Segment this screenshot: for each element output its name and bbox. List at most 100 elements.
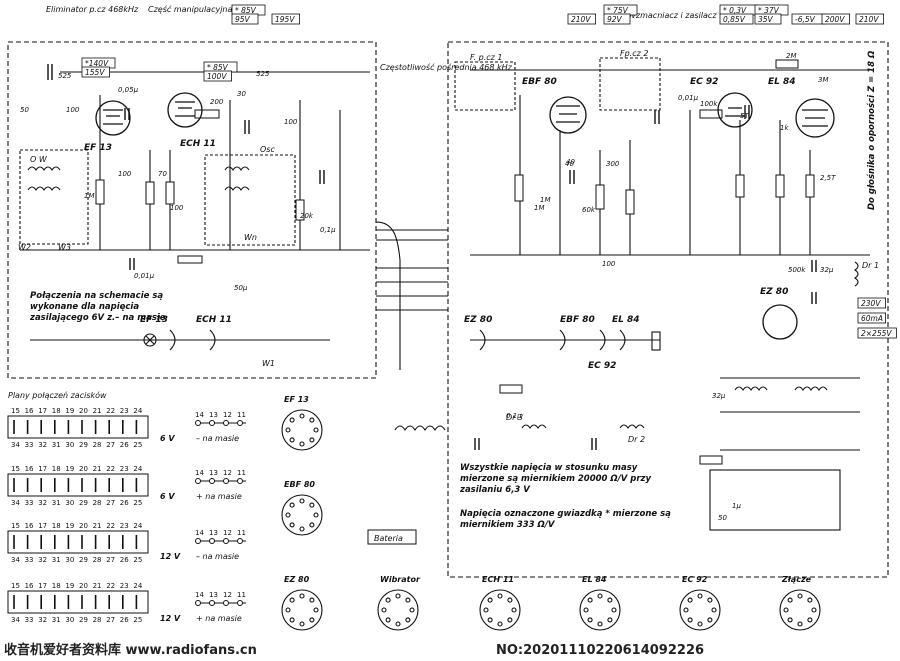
socket-pin [797,621,803,627]
socket-pin [483,607,489,613]
socket-pin [395,621,401,627]
socket-pin [289,522,295,528]
voltage-box [719,13,754,25]
component-value: 525 [58,72,72,80]
terminal-number: 16 [25,465,34,473]
voltage-value: 95V [235,15,251,24]
socket-pin [405,597,411,603]
voltage-value: 2×255V [861,329,892,338]
tube-label-ec92: EC 92 [690,77,718,87]
component-value: 50µ [234,284,248,292]
tube-ech11 [167,92,203,128]
voltage-box [821,13,851,25]
tube-ebf80 [549,96,587,134]
block-w1: W1 [262,359,275,368]
amp-label: Wzmacniacz i zasilacz [628,11,717,20]
socket-pin [711,607,717,613]
if-label: Częstotliwość pośrednia 468 kHz [380,62,513,72]
heater-ec92: EC 92 [588,361,616,371]
terminal-strip-1 [7,415,149,439]
block-osc: Osc [260,145,275,154]
tube-el84 [795,98,835,138]
socket-pin [787,617,793,623]
terminal-number: 21 [93,582,102,590]
terminal-number: 18 [52,582,61,590]
block-ow: O W [30,155,48,164]
terminal-number: 32 [38,499,47,507]
config-pin-number: 12 [223,591,232,599]
terminal-number: 16 [25,407,34,415]
socket-pin [683,607,689,613]
config-ground: – na masie [196,552,239,561]
terminal-number: 15 [11,465,20,473]
tube-label-ech11: ECH 11 [180,139,216,149]
socket-pinout [281,589,323,631]
voltage-value: * 85V [235,6,257,15]
socket-label: Wibrator [380,575,421,584]
terminal-number: 25 [133,616,142,624]
socket-pin [289,437,295,443]
socket-pin [289,597,295,603]
terminal-number: 21 [93,465,102,473]
socket-label: EBF 80 [284,480,315,489]
voltage-box [231,13,259,25]
terminal-number: 22 [106,522,115,530]
socket-pin [309,597,315,603]
component-value: 1M [540,196,551,204]
voltage-value: 60mA [861,314,883,323]
eliminator-label: Eliminator p.cz 468kHz [46,5,139,14]
terminal-number: 33 [25,499,34,507]
component-value: 30 [237,90,246,98]
terminal-number: 31 [52,616,61,624]
component-value: 40 [566,158,575,166]
terminal-number: 26 [120,441,129,449]
socket-pin [313,512,319,518]
amp-section-border [447,41,889,578]
terminal-number: 33 [25,556,34,564]
socket-pin [299,441,305,447]
terminal-number: 26 [120,616,129,624]
terminal-number: 32 [38,616,47,624]
socket-pin [611,607,617,613]
terminal-number: 24 [133,582,142,590]
socket-pin [787,597,793,603]
socket-pin [507,617,513,623]
socket-pin [607,597,613,603]
terminal-number: 29 [79,499,88,507]
socket-pin [587,597,593,603]
socket-pin [385,617,391,623]
component-value: 20k [300,212,314,220]
config-pin-number: 11 [237,469,246,477]
socket-pin [309,617,315,623]
component-value: 1k [780,124,789,132]
socket-pin [807,597,813,603]
config-pin [237,538,243,544]
component-value: 0,05µ [118,86,139,94]
block-fpcz1: F. p.cz 1 [470,53,503,62]
socket-pin [807,617,813,623]
config-pin-number: 13 [209,469,218,477]
config-pin-number: 12 [223,411,232,419]
terminal-number: 31 [52,499,61,507]
terminal-number: 18 [52,465,61,473]
component-value: 200 [210,98,224,106]
socket-pinout [377,589,419,631]
component-value: 60k [582,206,596,214]
socket-pin [381,607,387,613]
component-value: 50 [718,514,727,522]
config-pin-number: 11 [237,529,246,537]
socket-pin [299,593,305,599]
terminal-number: 17 [38,582,47,590]
component-value: 100 [602,260,616,268]
terminal-number: 31 [52,556,61,564]
socket-pin [811,607,817,613]
component-value: 3M [818,76,829,84]
terminal-strip-2 [7,473,149,497]
tube-label-ebf80: EBF 80 [522,77,557,87]
socket-label: Złącze [781,575,812,584]
component-value: 2,5T [820,174,836,182]
tube-ef13 [95,100,131,136]
config-pin-number: 14 [195,529,204,537]
